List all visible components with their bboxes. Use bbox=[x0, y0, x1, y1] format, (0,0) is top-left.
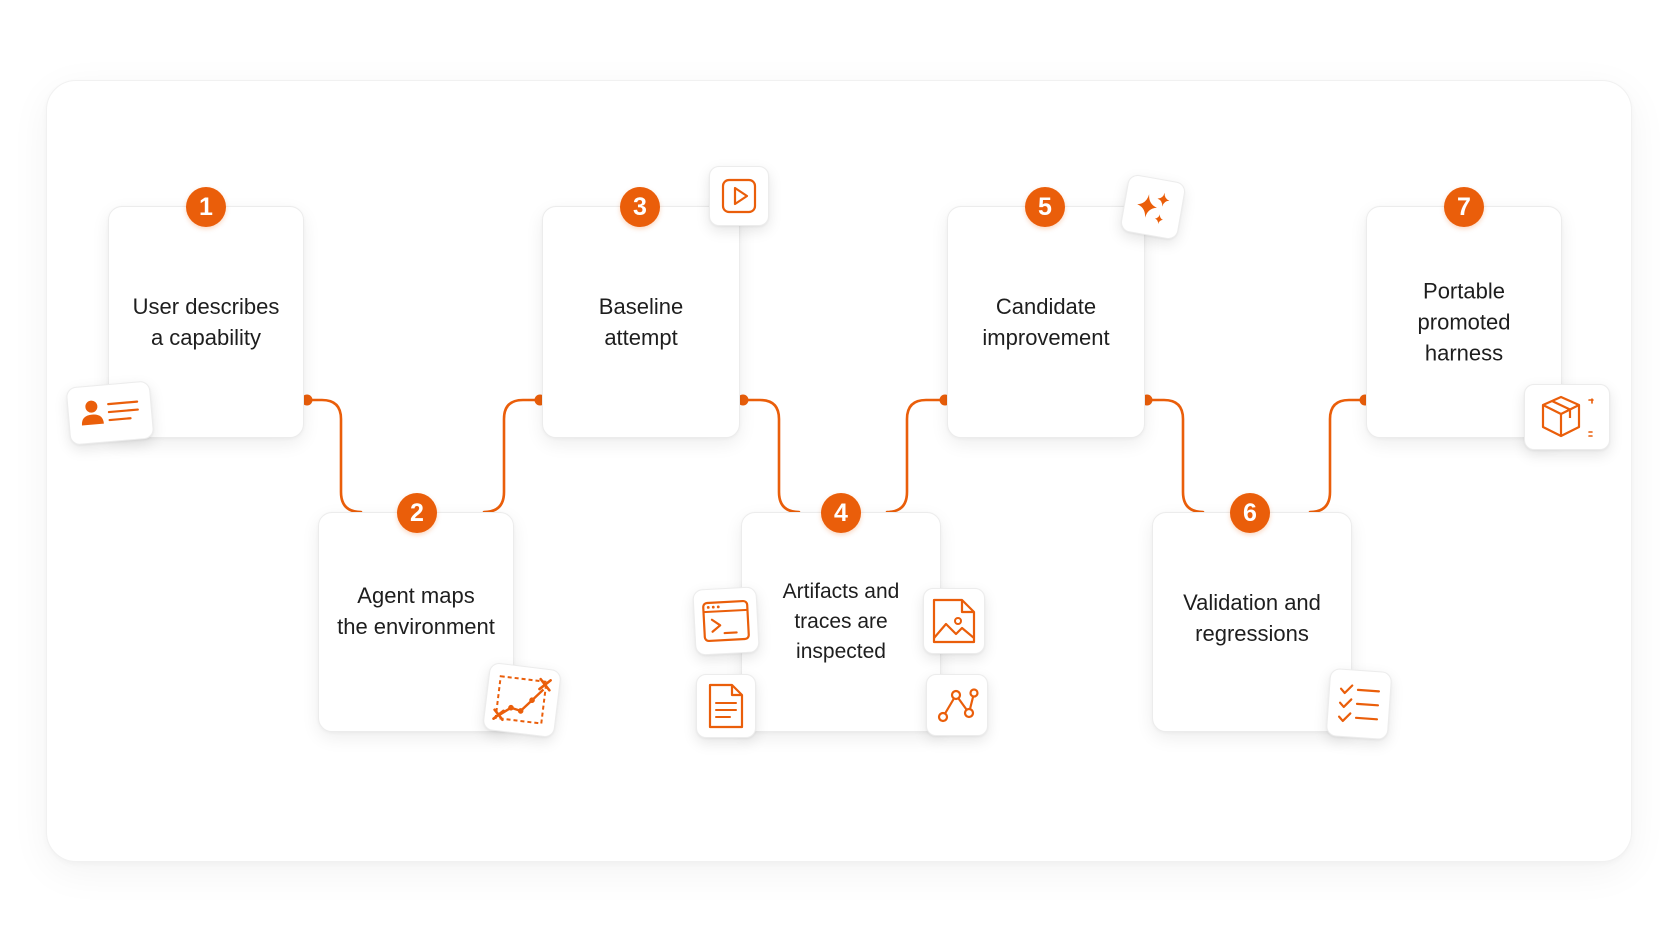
step-badge-7: 7 bbox=[1444, 187, 1484, 227]
connector-4-5 bbox=[885, 398, 947, 514]
step-badge-5: 5 bbox=[1025, 187, 1065, 227]
step-label-1: User describes a capability bbox=[132, 294, 280, 350]
step-label-6: Validation and regressions bbox=[1183, 589, 1321, 646]
step-badge-2: 2 bbox=[397, 493, 437, 533]
step-label-3: Baseline attempt bbox=[598, 294, 684, 350]
step-badge-6: 6 bbox=[1230, 493, 1270, 533]
step-label-4: Artifacts and traces are inspected bbox=[782, 580, 900, 663]
connector-6-7 bbox=[1308, 398, 1367, 514]
step-label-7: Portable promoted harness bbox=[1417, 278, 1511, 366]
connector-dot-3-out bbox=[737, 394, 749, 406]
step-card-6: Validation and regressions bbox=[1152, 512, 1352, 732]
connector-dot-1 bbox=[301, 394, 313, 406]
terminal-icon bbox=[692, 586, 760, 656]
map-route-icon bbox=[482, 661, 562, 739]
step-label-2: Agent maps the environment bbox=[337, 583, 495, 640]
image-icon bbox=[923, 588, 985, 654]
step-card-1: User describes a capability bbox=[108, 206, 304, 438]
step-badge-1: 1 bbox=[186, 187, 226, 227]
checklist-icon bbox=[1325, 667, 1393, 741]
step-card-2: Agent maps the environment bbox=[318, 512, 514, 732]
connector-5-6 bbox=[1145, 398, 1205, 514]
step-card-7: Portable promoted harness bbox=[1366, 206, 1562, 438]
package-box-icon bbox=[1524, 384, 1610, 450]
step-badge-3: 3 bbox=[620, 187, 660, 227]
step-card-3: Baseline attempt bbox=[542, 206, 740, 438]
user-profile-icon bbox=[65, 380, 155, 446]
sparkles-icon bbox=[1119, 173, 1187, 241]
graph-nodes-icon bbox=[926, 674, 988, 736]
step-label-5: Candidate improvement bbox=[982, 294, 1110, 350]
step-card-4: Artifacts and traces are inspected bbox=[741, 512, 941, 732]
connector-1-2 bbox=[305, 398, 363, 514]
document-icon bbox=[696, 674, 756, 738]
connector-3-4 bbox=[741, 398, 801, 514]
step-badge-4: 4 bbox=[821, 493, 861, 533]
step-card-5: Candidate improvement bbox=[947, 206, 1145, 438]
play-icon bbox=[709, 166, 769, 226]
connector-2-3 bbox=[482, 398, 542, 514]
